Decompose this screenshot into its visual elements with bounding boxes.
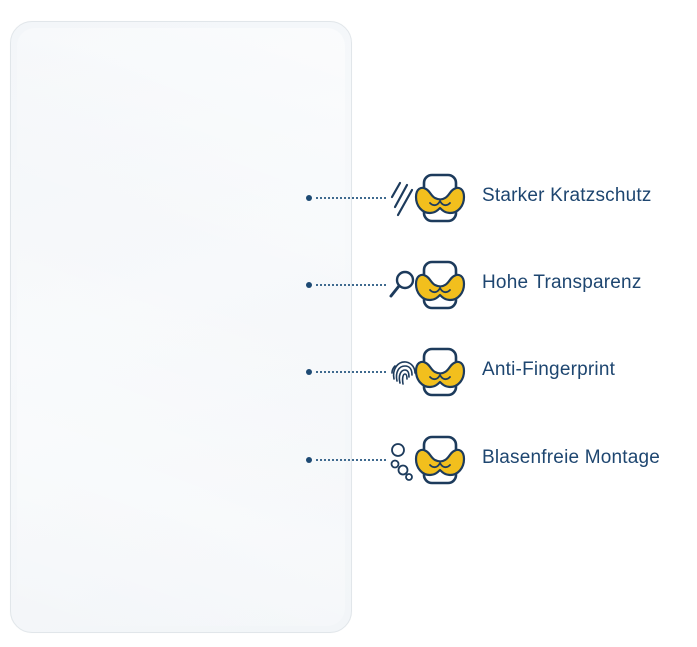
callout-leader-line <box>316 459 386 461</box>
callout-dot <box>306 457 312 463</box>
feature-label: Starker Kratzschutz <box>482 185 652 206</box>
strong-protection-badge-icon <box>414 260 466 310</box>
callout-dot <box>306 195 312 201</box>
callout-dot <box>306 282 312 288</box>
fingerprint-icon <box>391 361 416 385</box>
scratch-lines-icon <box>390 181 414 217</box>
callout-dot <box>306 369 312 375</box>
feature-anti-fingerprint: Anti-Fingerprint <box>306 343 697 403</box>
bubbles-icon <box>390 443 413 481</box>
strong-protection-badge-icon <box>414 347 466 397</box>
strong-protection-badge-icon <box>414 435 466 485</box>
feature-scratch-protection: Starker Kratzschutz <box>306 169 697 229</box>
feature-label: Blasenfreie Montage <box>482 447 661 468</box>
feature-bubble-free-mounting: Blasenfreie Montage <box>306 431 697 491</box>
feature-label: Hohe Transparenz <box>482 272 642 293</box>
feature-label: Anti-Fingerprint <box>482 359 616 380</box>
screen-protector-film <box>10 21 352 633</box>
callout-leader-line <box>316 371 386 373</box>
strong-protection-badge-icon <box>414 173 466 223</box>
magnifier-icon <box>389 270 415 298</box>
callout-leader-line <box>316 197 386 199</box>
callout-leader-line <box>316 284 386 286</box>
feature-transparency: Hohe Transparenz <box>306 256 697 316</box>
